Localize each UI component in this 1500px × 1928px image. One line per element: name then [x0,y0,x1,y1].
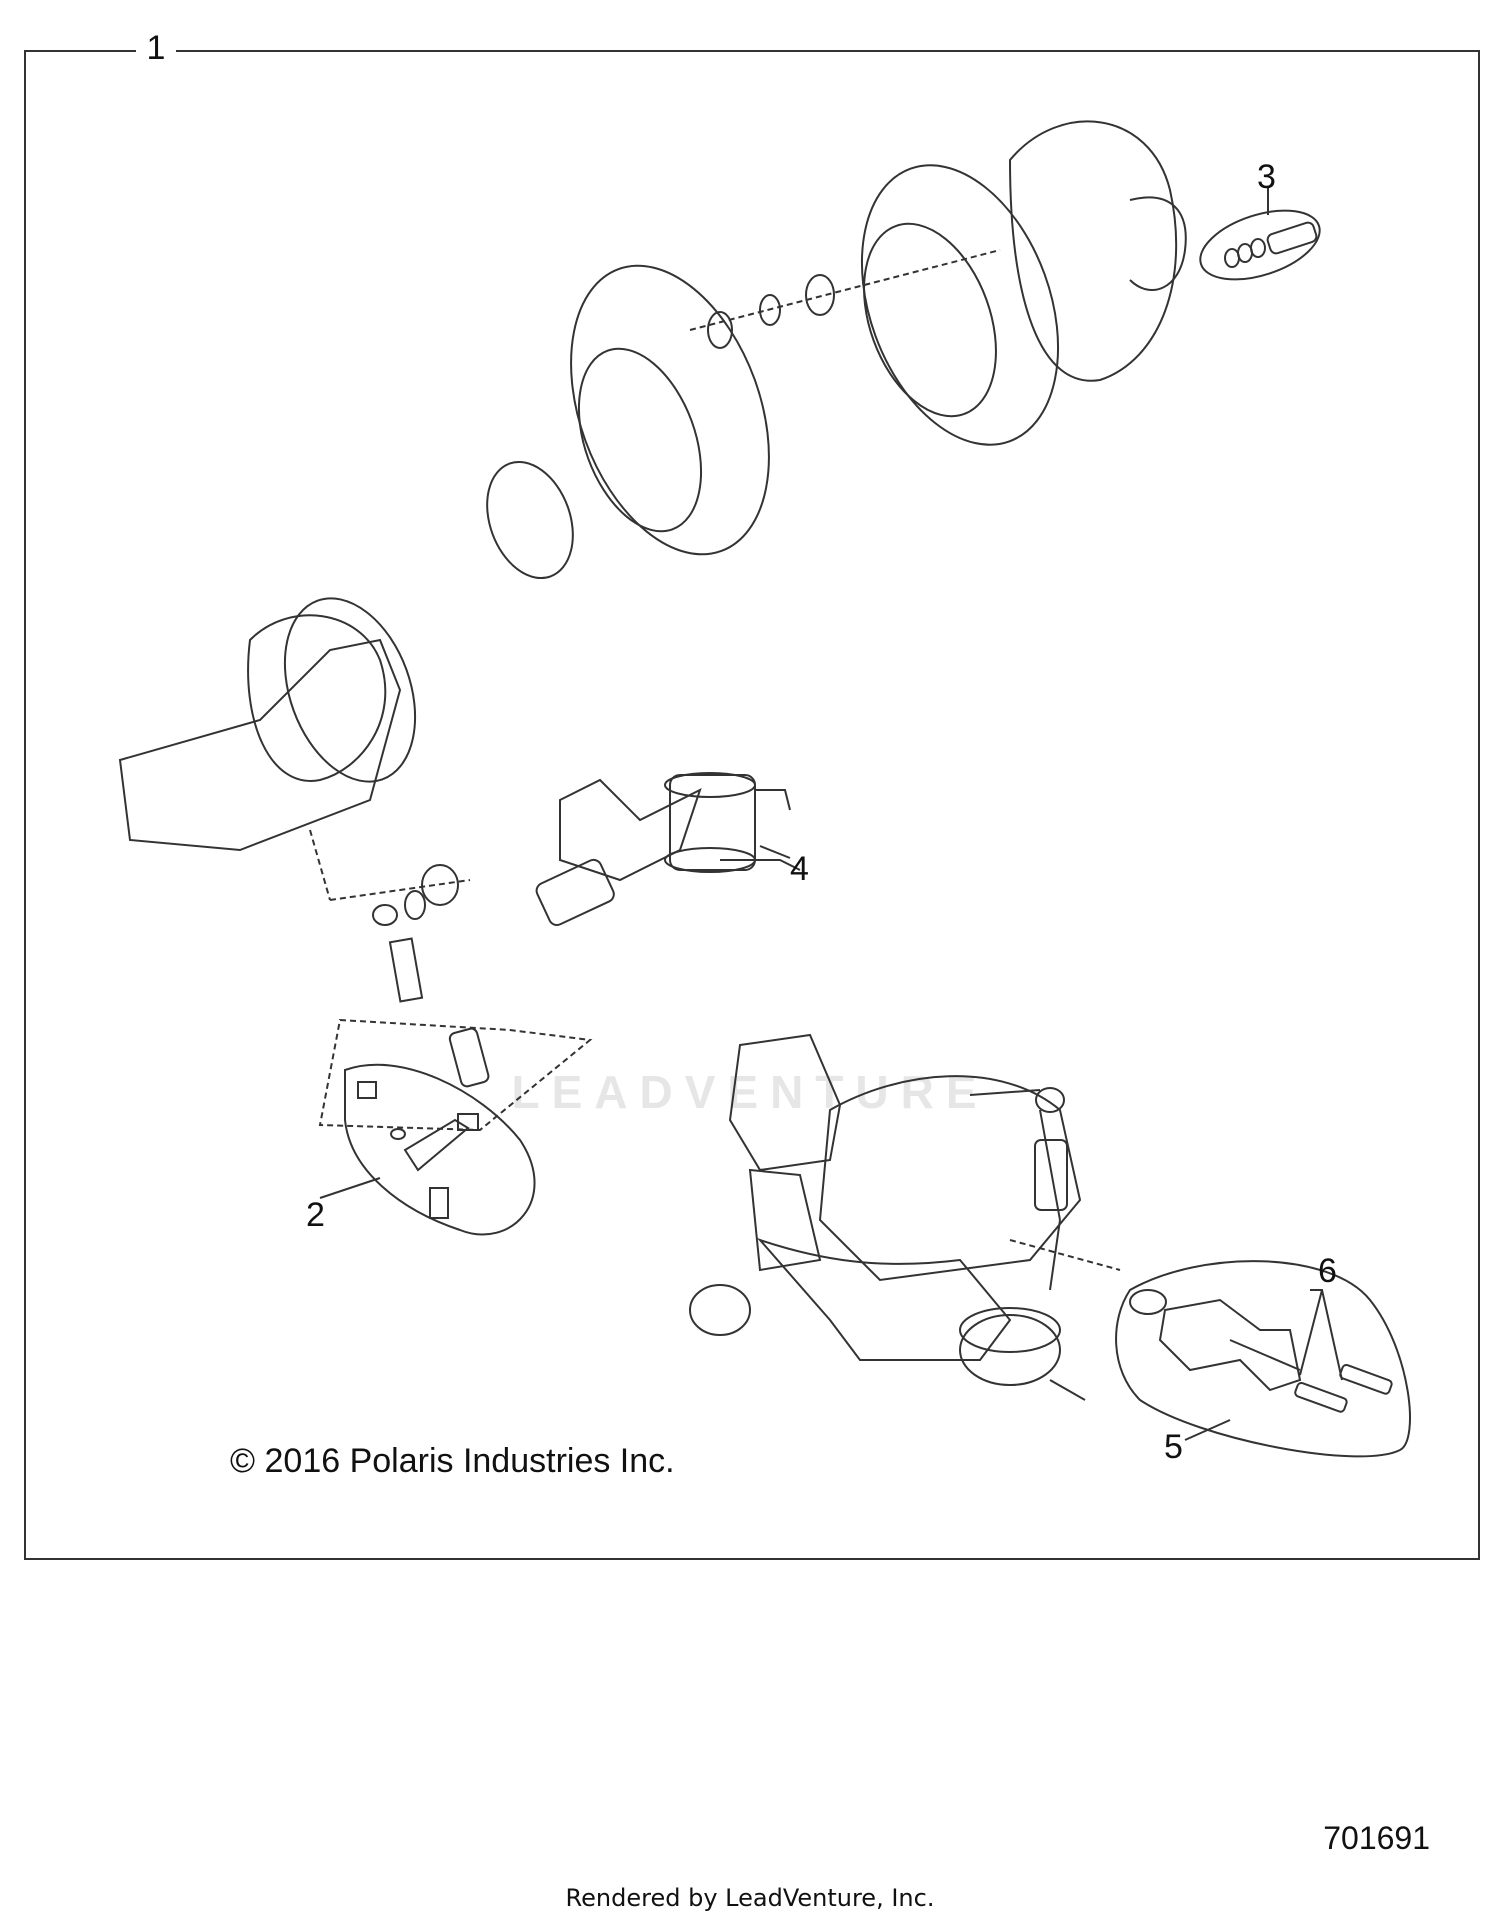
callout-5[interactable]: 5 [1164,1428,1183,1466]
document-number: 701691 [1323,1820,1430,1856]
part-5-6-inset[interactable] [1115,1260,1411,1458]
lower-turbo-housing[interactable] [689,1033,1121,1401]
callout-4-leader [759,845,791,859]
watermark: LEADVENTURE [511,1066,989,1118]
upper-turbo-assembly[interactable] [118,120,1187,901]
callout-3[interactable]: 3 [1257,158,1276,196]
callout-4[interactable]: 4 [790,850,809,888]
part-2-inset[interactable] [319,1063,536,1236]
part-4-actuator[interactable] [534,772,801,928]
callout-1[interactable]: 1 [136,26,176,70]
callout-6[interactable]: 6 [1318,1252,1337,1290]
footer-credit: Rendered by LeadVenture, Inc. [565,1884,935,1912]
copyright-notice: © 2016 Polaris Industries Inc. [230,1442,675,1480]
linkage-parts[interactable] [318,864,593,1132]
part-3-inset[interactable] [1192,188,1328,293]
diagram-frame [24,50,1480,1560]
callout-2[interactable]: 2 [306,1196,325,1234]
